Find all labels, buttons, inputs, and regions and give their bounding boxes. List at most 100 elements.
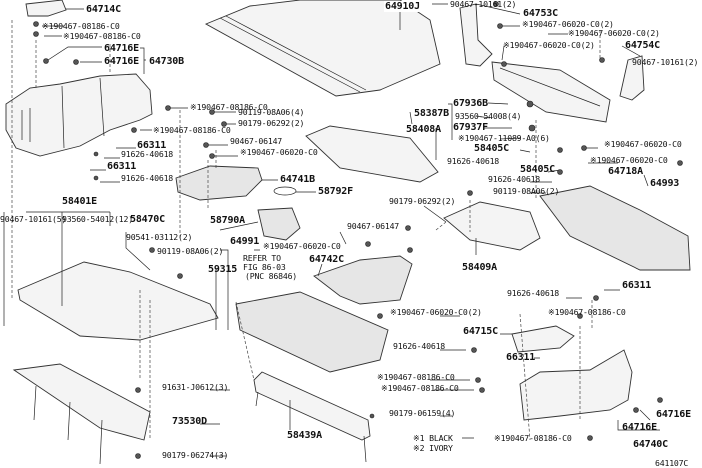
legend-ivory: ※2 IVORY xyxy=(413,443,453,453)
part-64742c xyxy=(313,255,413,305)
part-label: 66311 xyxy=(622,280,652,291)
part-label: 90179-06274(3) xyxy=(162,450,229,460)
part-64910j xyxy=(204,0,441,97)
fastener-icons xyxy=(33,1,683,459)
part-label: ※190467-08186-C0 xyxy=(42,21,120,31)
part-label: 91626-40618 xyxy=(393,341,446,351)
part-label: 91626-40618 xyxy=(447,156,500,166)
part-label: ※190467-08186-C0 xyxy=(377,372,455,382)
part-label: 90119-08A06(2) xyxy=(493,186,560,196)
part-label: ※190467-06020-C0(2) xyxy=(390,307,482,317)
part-label: 90179-06292(2) xyxy=(238,118,305,128)
part-label: ※190467-06020-C0(2) xyxy=(522,19,614,29)
part-label: 67937F xyxy=(453,122,488,133)
reference-note-line: (PNC 86846) xyxy=(245,271,298,281)
part-label: ※190467-08186-C0 xyxy=(63,31,141,41)
part-label: 64993 xyxy=(650,178,680,189)
part-64740c xyxy=(519,349,633,421)
figure-code: 641107C xyxy=(655,458,689,468)
part-label: 64716E xyxy=(656,409,691,420)
part-label: 64991 xyxy=(230,236,260,247)
part-58792f xyxy=(273,186,297,196)
part-label: ※190467-06020-C0(2) xyxy=(568,28,660,38)
part-label: 64716E xyxy=(104,56,139,67)
part-label: 91631-J0612(3) xyxy=(162,382,229,392)
part-label: 58790A xyxy=(210,215,245,226)
part-label: ※190467-06020-C0 xyxy=(240,147,318,157)
part-label: 64730B xyxy=(149,56,184,67)
part-64714c xyxy=(25,0,67,17)
part-label: 58405C xyxy=(474,143,509,154)
part-label: ※190467-06020-C0 xyxy=(263,241,341,251)
part-label: 90467-10161(2) xyxy=(450,0,517,9)
part-label: 64714C xyxy=(86,4,121,15)
part-label: 66311 xyxy=(506,352,536,363)
part-label: 91626-40618 xyxy=(488,174,541,184)
part-label: 64716E xyxy=(104,43,139,54)
part-label: 66311 xyxy=(137,140,167,151)
reference-note-line: FIG 86-03 xyxy=(243,262,286,272)
part-64753c xyxy=(459,3,493,67)
part-label: 90467-10161(2) xyxy=(632,57,699,67)
part-label: 93560-54008(4) xyxy=(455,111,522,121)
part-label: 90541-03112(2) xyxy=(126,232,193,242)
part-label: 64742C xyxy=(309,254,344,265)
part-label: 90467-06147 xyxy=(230,136,283,146)
part-64715c xyxy=(511,325,575,353)
part-label: 64741B xyxy=(280,174,315,185)
part-rear-step-plate xyxy=(491,61,611,123)
part-label: 90467-10161(5) xyxy=(0,214,67,224)
part-label: 91626-40618 xyxy=(121,173,174,183)
part-label: 58401E xyxy=(62,196,97,207)
part-58409a xyxy=(443,201,541,251)
part-58439a xyxy=(253,371,371,441)
part-label: 58408A xyxy=(406,124,441,135)
part-64991 xyxy=(235,291,389,373)
part-label: 64753C xyxy=(523,8,558,19)
part-label: ※190467-08186-C0 xyxy=(381,383,459,393)
part-label: 67936B xyxy=(453,98,488,109)
part-label: 90179-06159(4) xyxy=(389,408,456,418)
part-label: 59315 xyxy=(208,264,238,275)
part-label: 58792F xyxy=(318,186,353,197)
part-73530d xyxy=(12,363,151,441)
part-label: 58387B xyxy=(414,108,449,119)
part-label: 64718A xyxy=(608,166,643,177)
part-label: 90119-08A06(4) xyxy=(238,107,305,117)
part-label: ※190467-08186-C0 xyxy=(494,433,572,443)
part-label: ※190467-06020-C0 xyxy=(590,155,668,165)
part-64730b xyxy=(5,73,153,157)
part-label: 90119-08A06(2) xyxy=(157,246,224,256)
part-label: 64715C xyxy=(463,326,498,337)
part-label: 64754C xyxy=(625,40,660,51)
part-label: ※190467-06020-C0(2) xyxy=(503,40,595,50)
part-label: ※190467-08186-C0 xyxy=(153,125,231,135)
part-label: 90467-06147 xyxy=(347,221,400,231)
part-label: 58405C xyxy=(520,164,555,175)
part-label: 91626-40618 xyxy=(507,288,560,298)
part-label: 91626-40618 xyxy=(121,149,174,159)
part-label: 93560-54012(12) xyxy=(62,214,133,224)
part-label: 64740C xyxy=(633,439,668,450)
part-label: 73530D xyxy=(172,416,207,427)
part-58408a xyxy=(305,125,439,183)
part-label: 58470C xyxy=(130,214,165,225)
part-64754c xyxy=(619,55,645,101)
reference-note-line: REFER TO xyxy=(243,253,281,263)
part-label: 58409A xyxy=(462,262,497,273)
legend-black: ※1 BLACK xyxy=(413,433,453,443)
part-label: ※190467-06020-C0 xyxy=(604,139,682,149)
part-64993 xyxy=(539,185,691,271)
part-label: ※190467-08186-C0 xyxy=(190,102,268,112)
part-label: 58439A xyxy=(287,430,322,441)
part-label: 66311 xyxy=(107,161,137,172)
part-64741b xyxy=(175,165,263,201)
part-58790a xyxy=(257,207,301,241)
part-label: ※190467-11089-A0(6) xyxy=(458,133,550,143)
part-label: 90179-06292(2) xyxy=(389,196,456,206)
part-label: ※190467-08186-C0 xyxy=(548,307,626,317)
part-label: 64716E xyxy=(622,422,657,433)
part-58401e xyxy=(17,261,219,341)
